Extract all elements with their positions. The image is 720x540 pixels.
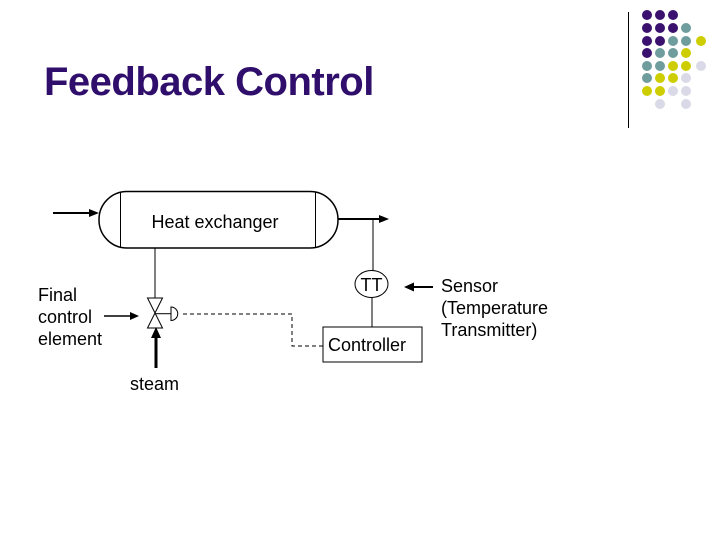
dot <box>655 86 665 96</box>
dot <box>655 48 665 58</box>
dot <box>642 73 652 83</box>
dot <box>681 73 691 83</box>
dot <box>655 99 665 109</box>
final-control-element-label: Final control element <box>38 285 103 349</box>
valve-lower-triangle <box>146 311 164 329</box>
dot <box>642 86 652 96</box>
dot <box>681 48 691 58</box>
controller-signal-dashed-line <box>182 313 323 347</box>
sensor-arrowhead-icon <box>404 282 414 292</box>
slide-title: Feedback Control <box>44 60 374 104</box>
controller-box <box>322 326 423 363</box>
dot <box>655 61 665 71</box>
dot <box>668 23 678 33</box>
controller-label: Controller <box>328 335 407 355</box>
dot <box>696 61 706 71</box>
dot <box>696 36 706 46</box>
dot <box>681 36 691 46</box>
dot <box>668 86 678 96</box>
outlet-arrowhead-icon <box>379 215 389 223</box>
dot <box>655 36 665 46</box>
inlet-arrowhead-icon <box>89 209 99 217</box>
dot <box>642 48 652 58</box>
dot <box>668 48 678 58</box>
dot <box>642 61 652 71</box>
dot <box>642 10 652 20</box>
dot <box>668 73 678 83</box>
dot <box>642 23 652 33</box>
dot <box>655 73 665 83</box>
dot <box>668 61 678 71</box>
dot <box>681 23 691 33</box>
dot <box>668 36 678 46</box>
final-control-element-arrowhead-icon <box>130 312 139 320</box>
dot <box>655 23 665 33</box>
sensor-label: Sensor (Temperature Transmitter) <box>441 276 549 340</box>
dot <box>668 10 678 20</box>
valve-upper-triangle <box>146 297 164 315</box>
dot <box>642 36 652 46</box>
steam-label: steam <box>130 374 180 394</box>
decoration-vertical-line <box>628 12 629 128</box>
steam-arrowhead-icon <box>151 327 161 338</box>
valve-actuator-icon <box>170 306 179 322</box>
dot <box>655 10 665 20</box>
dot <box>681 99 691 109</box>
tt-label: TT <box>360 275 383 295</box>
dot <box>681 61 691 71</box>
heat-exchanger-label: Heat exchanger <box>151 212 279 232</box>
dot <box>681 86 691 96</box>
